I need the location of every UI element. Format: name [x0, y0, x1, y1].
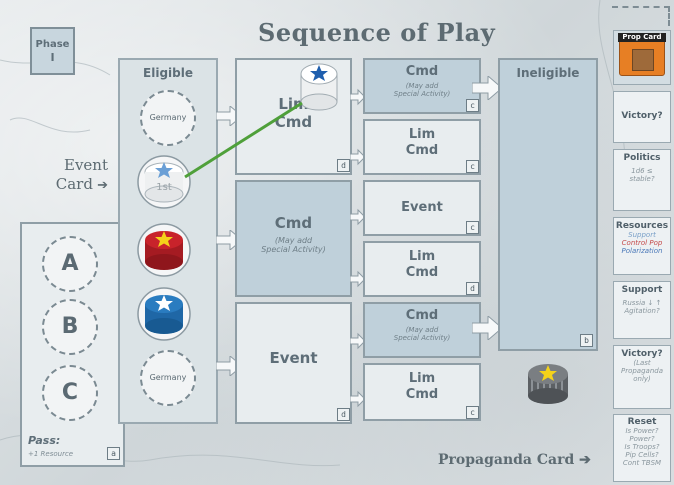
option-cmd-special[interactable]: Cmd (May add Special Activity) c — [363, 58, 481, 114]
eligible-slot-germany-bottom[interactable]: Germany — [140, 350, 196, 406]
pass-slot-b[interactable]: B — [42, 299, 98, 355]
option-lim-cmd-2-label: Lim Cmd — [405, 249, 439, 280]
option-cmd-label: Cmd — [405, 64, 439, 79]
sidebar-dashed-edge — [612, 6, 670, 26]
first-marker-label: 1st — [156, 182, 172, 193]
option-event-tag: c — [466, 221, 479, 234]
red-faction-marker[interactable] — [136, 222, 192, 278]
eligible-slot-germany-top[interactable]: Germany — [140, 90, 196, 146]
second-faction-label: Cmd — [274, 214, 313, 232]
pass-sub: +1 Resource — [28, 450, 74, 458]
option-cmd-special-2[interactable]: Cmd (May add Special Activity) — [363, 302, 481, 358]
prop-card-title: Prop Card — [618, 33, 666, 42]
propaganda-card-label: Propaganda Card ➔ — [438, 452, 591, 468]
option-lim-cmd-2[interactable]: Lim Cmd d — [363, 241, 481, 297]
phase-label: Phase — [35, 39, 70, 50]
sidebar-politics[interactable]: Politics 1d6 ≤ stable? — [613, 149, 671, 211]
option-event-label: Event — [401, 200, 443, 215]
option-lim-cmd-1[interactable]: Lim Cmd c — [363, 119, 481, 175]
move-arrow-line — [184, 101, 303, 179]
phase-box: Phase I — [30, 27, 75, 75]
sidebar-prop-card[interactable]: Prop Card — [613, 30, 671, 85]
sidebar-victory[interactable]: Victory? — [613, 91, 671, 143]
event-label: Event — [269, 349, 318, 367]
option-cmd-sub: (May add Special Activity) — [393, 82, 451, 98]
option-lim-cmd-3[interactable]: Lim Cmd c — [363, 363, 481, 421]
option-lim-cmd-3-label: Lim Cmd — [405, 371, 439, 402]
ineligible-tag: b — [580, 334, 593, 347]
sidebar-resources[interactable]: Resources Support Control Pop Polarizati… — [613, 217, 671, 275]
first-faction-tag: d — [337, 159, 350, 172]
ineligible-column: Ineligible b — [498, 58, 598, 351]
event-tag: d — [337, 408, 350, 421]
propaganda-marker[interactable] — [519, 356, 577, 414]
blue-faction-marker[interactable] — [136, 286, 192, 342]
page-title: Sequence of Play — [258, 18, 496, 47]
event-box[interactable]: Event d — [235, 302, 352, 424]
pass-tag: a — [107, 447, 120, 460]
option-lim-cmd-3-tag: c — [466, 406, 479, 419]
sidebar-support[interactable]: Support Russia ↓ ↑ Agitation? — [613, 281, 671, 339]
arrow-to-ineligible-bottom — [472, 316, 502, 340]
option-lim-cmd-1-label: Lim Cmd — [405, 127, 439, 158]
blue-star-marker-on-cmd[interactable] — [295, 58, 343, 116]
arrow-to-ineligible-top — [472, 76, 502, 100]
pass-box: A B C Pass: +1 Resource a — [20, 222, 125, 467]
sidebar-reset[interactable]: Reset Is Power? Power? Is Troops? Pip Ce… — [613, 414, 671, 482]
prop-card-icon — [632, 49, 654, 71]
ineligible-header: Ineligible — [516, 66, 580, 80]
second-faction-sub: (May add Special Activity) — [261, 236, 326, 254]
sidebar-victory-last[interactable]: Victory? (Last Propaganda only) — [613, 345, 671, 409]
eligible-header: Eligible — [143, 66, 193, 80]
option-cmd-2-label: Cmd — [405, 308, 439, 323]
phase-number: I — [50, 51, 55, 64]
option-event[interactable]: Event c — [363, 180, 481, 236]
event-card-label: Event Card ➔ — [55, 156, 108, 193]
pass-slot-c[interactable]: C — [42, 365, 98, 421]
pass-label: Pass: — [28, 434, 61, 447]
option-cmd-tag: c — [466, 99, 479, 112]
connector-arrows — [350, 88, 366, 408]
option-lim-cmd-2-tag: d — [466, 282, 479, 295]
second-faction-box[interactable]: Cmd (May add Special Activity) — [235, 180, 352, 297]
option-cmd-2-sub: (May add Special Activity) — [393, 326, 451, 342]
option-lim-cmd-1-tag: c — [466, 160, 479, 173]
pass-slot-a[interactable]: A — [42, 236, 98, 292]
first-eligible-marker[interactable]: 1st — [136, 154, 192, 210]
